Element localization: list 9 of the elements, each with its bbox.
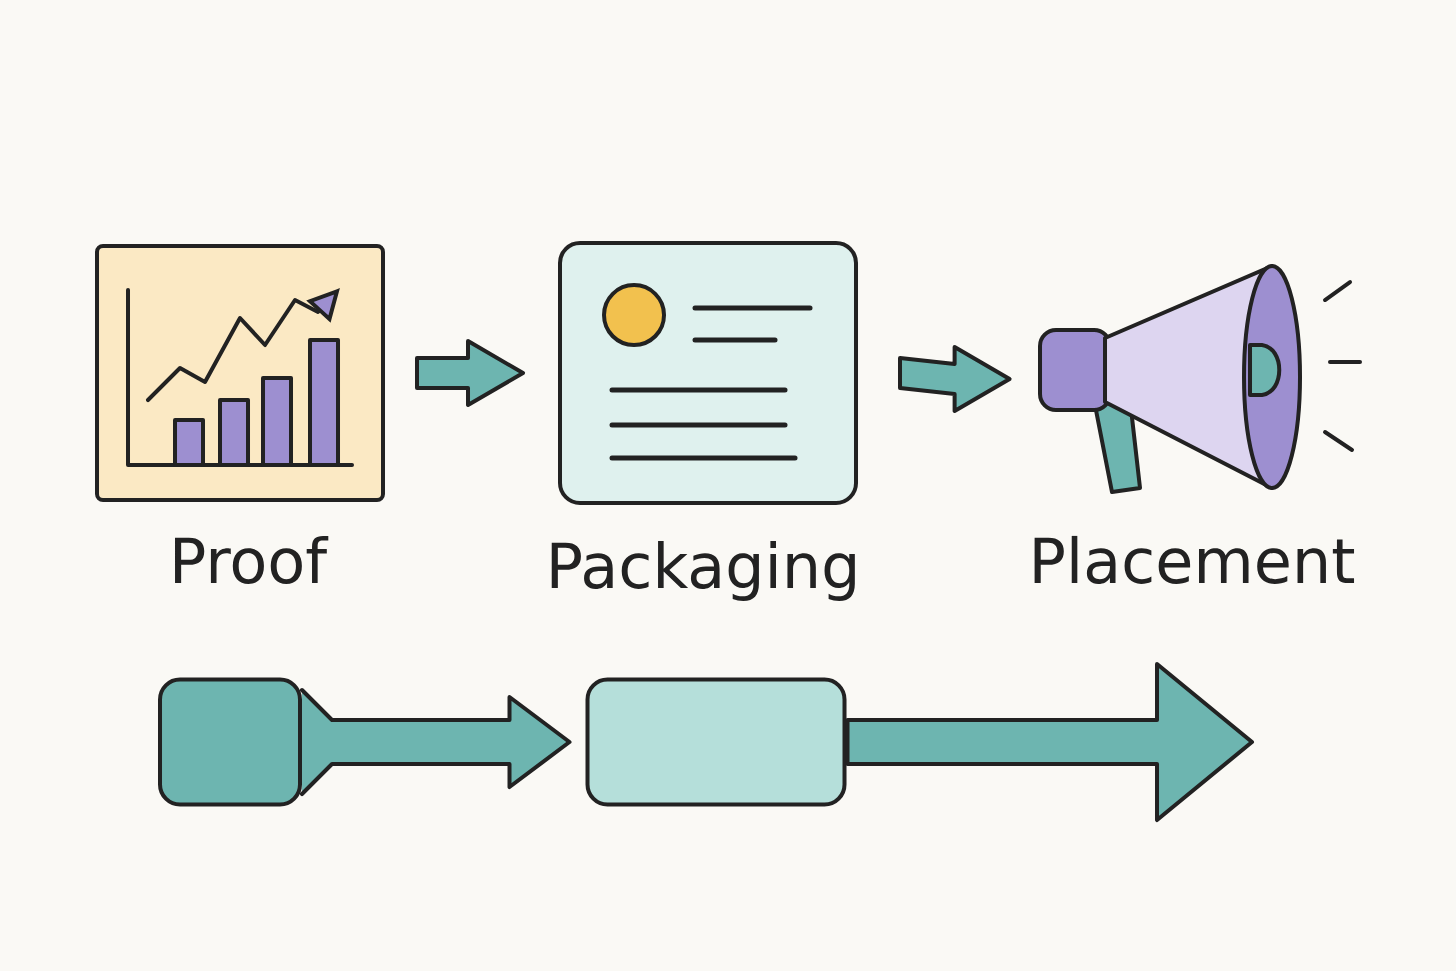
block-arrow bbox=[845, 662, 1254, 822]
block-arrow bbox=[415, 339, 525, 407]
block-arrow bbox=[898, 345, 1012, 413]
block-box bbox=[585, 677, 847, 807]
step-label: Packaging bbox=[551, 540, 855, 601]
step-label: Proof bbox=[175, 535, 329, 584]
step-label: Placement bbox=[1034, 535, 1355, 584]
block-arrow bbox=[300, 688, 572, 796]
block-box bbox=[158, 677, 302, 807]
